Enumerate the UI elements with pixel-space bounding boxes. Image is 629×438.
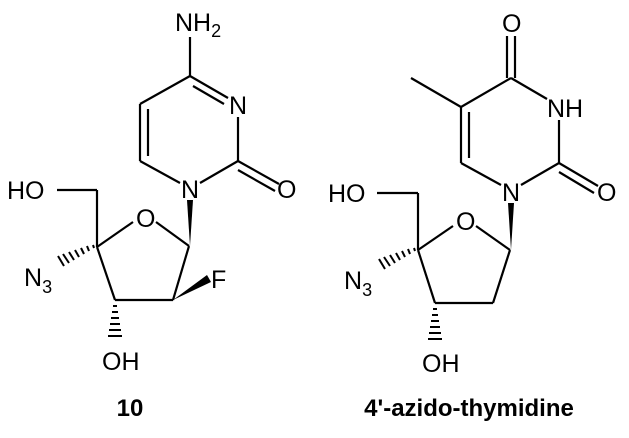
hashed-bond-hydroxyl bbox=[108, 305, 122, 337]
ring-o-label: O bbox=[456, 208, 475, 236]
caption-compound-10: 10 bbox=[117, 395, 144, 422]
caption-4-azido-thymidine: 4'-azido-thymidine bbox=[364, 395, 574, 422]
hashed-bond-azide bbox=[378, 247, 416, 270]
molecule-4-azido-thymidine: O NH N O HO O N3 OH 4'-azido-thymidine bbox=[328, 10, 616, 422]
ring-n1-label: N bbox=[181, 176, 199, 204]
azide-label: N3 bbox=[24, 264, 52, 297]
ring-n1-label: N bbox=[502, 179, 520, 207]
fluoro-label: F bbox=[211, 266, 226, 294]
azide-label: N3 bbox=[344, 267, 372, 300]
ring-o-label: O bbox=[136, 205, 155, 233]
carbonyl-o-label: O bbox=[277, 176, 296, 204]
hashed-bond-hydroxyl bbox=[428, 308, 442, 340]
hydroxyl-label: OH bbox=[102, 348, 140, 376]
amine-label: NH2 bbox=[175, 9, 221, 41]
molecule-compound-10: NH2 N N O HO O N3 F OH 10 bbox=[7, 9, 296, 422]
carbonyl-o4-label: O bbox=[502, 10, 521, 38]
hydroxymethyl-label: HO bbox=[7, 177, 45, 205]
carbonyl-o2-label: O bbox=[597, 179, 616, 207]
hydroxyl-label: OH bbox=[422, 350, 460, 378]
ring-n3-label: N bbox=[229, 92, 247, 120]
hydroxymethyl-label: HO bbox=[328, 180, 366, 208]
imide-nh-label: NH bbox=[547, 95, 583, 123]
hashed-bond-azide bbox=[57, 244, 95, 267]
